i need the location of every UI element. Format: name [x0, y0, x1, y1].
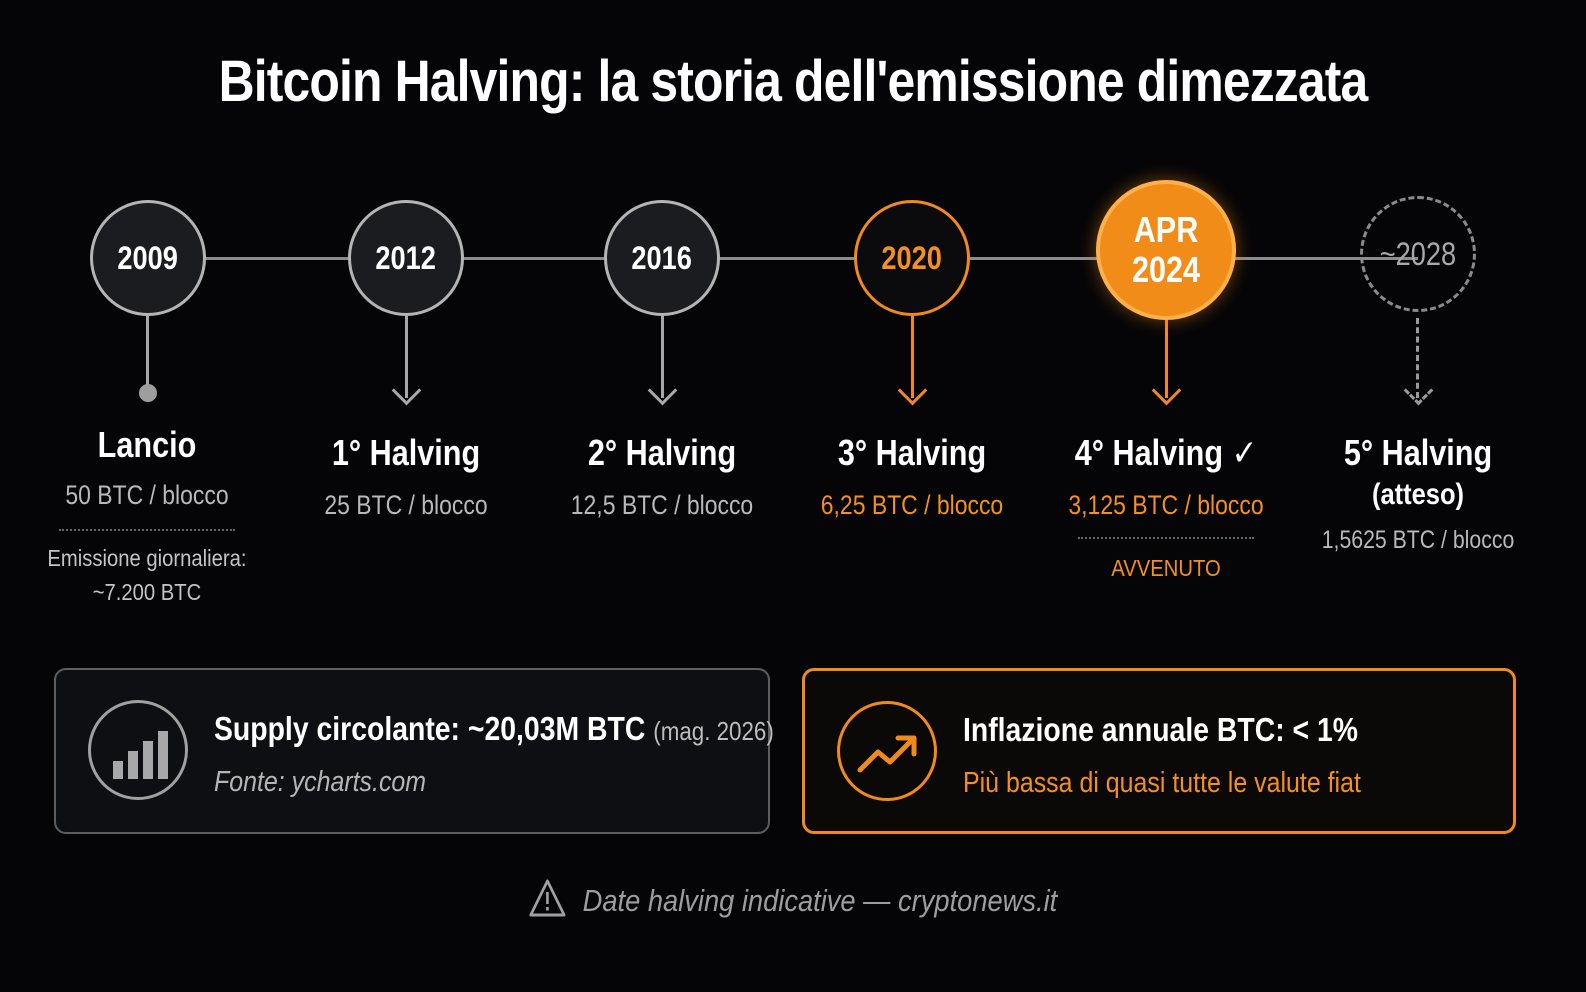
warning-icon: [528, 878, 567, 923]
milestone-label: Lancio: [97, 424, 197, 465]
arrow-down-icon: [1403, 375, 1434, 406]
supply-source: Fonte: ycharts.com: [214, 766, 427, 798]
footer-note: Date halving indicative — cryptonews.it: [582, 882, 1058, 918]
milestone-reward: 12,5 BTC / blocco: [570, 490, 754, 520]
milestone-label: 5° Halving: [1343, 432, 1493, 473]
milestone-label: 4° Halving ✓: [1074, 432, 1258, 473]
timeline-dot: [139, 384, 157, 402]
node-year: 2012: [375, 240, 437, 276]
bar-chart-icon: [88, 700, 188, 800]
inflation-card: Inflazione annuale BTC: < 1% Più bassa d…: [802, 668, 1516, 834]
page-title: Bitcoin Halving: la storia dell'emission…: [218, 49, 1369, 114]
milestone-halving-5: 5° Halving (atteso) 1,5625 BTC / blocco: [1288, 432, 1548, 555]
milestone-reward: 50 BTC / blocco: [65, 480, 229, 510]
supply-line: Supply circolante: ~20,03M BTC (mag. 202…: [214, 710, 774, 748]
arrow-down-icon: [1151, 375, 1182, 406]
daily-emission-label: Emissione giornaliera:: [47, 545, 247, 571]
arrow-down-icon: [897, 375, 928, 406]
milestone-label: 3° Halving: [837, 432, 987, 473]
node-year: 2024: [1131, 249, 1201, 290]
milestone-label: 1° Halving: [331, 432, 481, 473]
timeline-node-2028: ~2028: [1360, 196, 1476, 312]
timeline-stem: [1165, 320, 1168, 398]
milestone-reward: 25 BTC / blocco: [324, 490, 488, 520]
inflation-note: Più bassa di quasi tutte le valute fiat: [963, 767, 1361, 799]
supply-value: ~20,03M BTC: [467, 710, 646, 747]
arrow-down-icon: [647, 375, 678, 406]
timeline-node-2009: 2009: [90, 200, 206, 316]
timeline-node-2020: 2020: [854, 200, 970, 316]
timeline-node-2012: 2012: [348, 200, 464, 316]
milestone-divider: [59, 529, 235, 531]
milestone-divider: [1078, 537, 1254, 539]
timeline-node-2016: 2016: [604, 200, 720, 316]
node-year: 2016: [631, 240, 693, 276]
supply-card: Supply circolante: ~20,03M BTC (mag. 202…: [54, 668, 774, 834]
milestone-launch: Lancio 50 BTC / blocco Emissione giornal…: [17, 424, 277, 609]
timeline-stem: [146, 316, 149, 392]
footer: Date halving indicative — cryptonews.it: [0, 878, 1586, 923]
milestone-reward: 3,125 BTC / blocco: [1068, 490, 1264, 520]
timeline-stem: [1416, 318, 1419, 398]
milestone-halving-4: 4° Halving ✓ 3,125 BTC / blocco AVVENUTO: [1036, 432, 1296, 585]
node-month: APR: [1133, 209, 1199, 250]
status-badge: AVVENUTO: [1111, 555, 1221, 581]
trending-up-icon: [837, 701, 937, 801]
timeline-stem: [911, 316, 914, 398]
timeline-node-apr-2024: APR 2024: [1096, 180, 1236, 320]
milestone-halving-2: 2° Halving 12,5 BTC / blocco: [532, 432, 792, 521]
milestone-halving-3: 3° Halving 6,25 BTC / blocco: [782, 432, 1042, 521]
milestone-label: 2° Halving: [587, 432, 737, 473]
node-year: 2009: [117, 240, 179, 276]
milestone-expected: (atteso): [1371, 478, 1465, 511]
node-year: 2020: [881, 240, 943, 276]
supply-label: Supply circolante:: [214, 710, 461, 747]
timeline-line: [148, 257, 1418, 260]
node-year: ~2028: [1379, 236, 1457, 272]
milestone-halving-1: 1° Halving 25 BTC / blocco: [276, 432, 536, 521]
timeline-stem: [405, 316, 408, 398]
milestone-reward: 6,25 BTC / blocco: [820, 490, 1004, 520]
milestone-reward: 1,5625 BTC / blocco: [1321, 526, 1515, 554]
supply-date: (mag. 2026): [653, 716, 774, 746]
inflation-label: Inflazione annuale BTC: < 1%: [963, 711, 1359, 748]
daily-emission-value: ~7.200 BTC: [92, 579, 202, 605]
timeline-stem: [661, 316, 664, 398]
arrow-down-icon: [391, 375, 422, 406]
